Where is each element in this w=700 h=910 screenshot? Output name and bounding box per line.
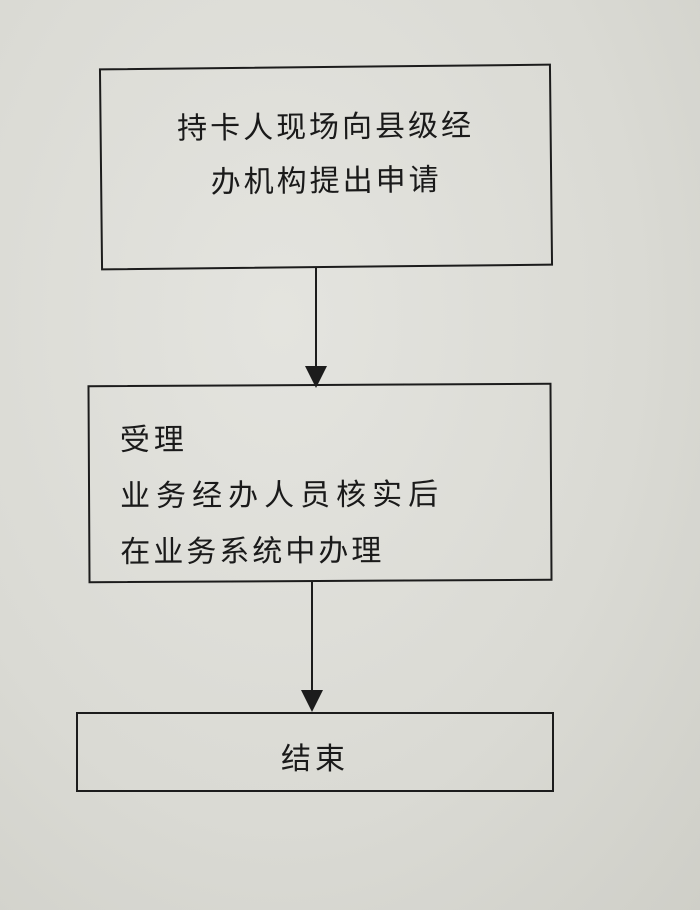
step-accept-line-3: 在业务系统中办理 (120, 533, 385, 571)
step-apply-line-2: 办机构提出申请 (210, 162, 442, 201)
arrow-2-head (301, 690, 323, 712)
step-end-box: 结束 (76, 712, 554, 792)
step-accept-line-2: 业务经办人员核实后 (119, 477, 445, 515)
step-apply-line-1: 持卡人现场向县级经 (176, 108, 475, 147)
step-accept-box: 受理 业务经办人员核实后 在业务系统中办理 (87, 382, 553, 584)
step-end-label: 结束 (281, 742, 349, 777)
step-apply-box: 持卡人现场向县级经 办机构提出申请 (98, 63, 554, 271)
arrow-1 (305, 268, 327, 388)
arrow-2 (301, 582, 323, 712)
arrow-1-head (305, 366, 327, 388)
step-accept-title: 受理 (119, 422, 188, 459)
